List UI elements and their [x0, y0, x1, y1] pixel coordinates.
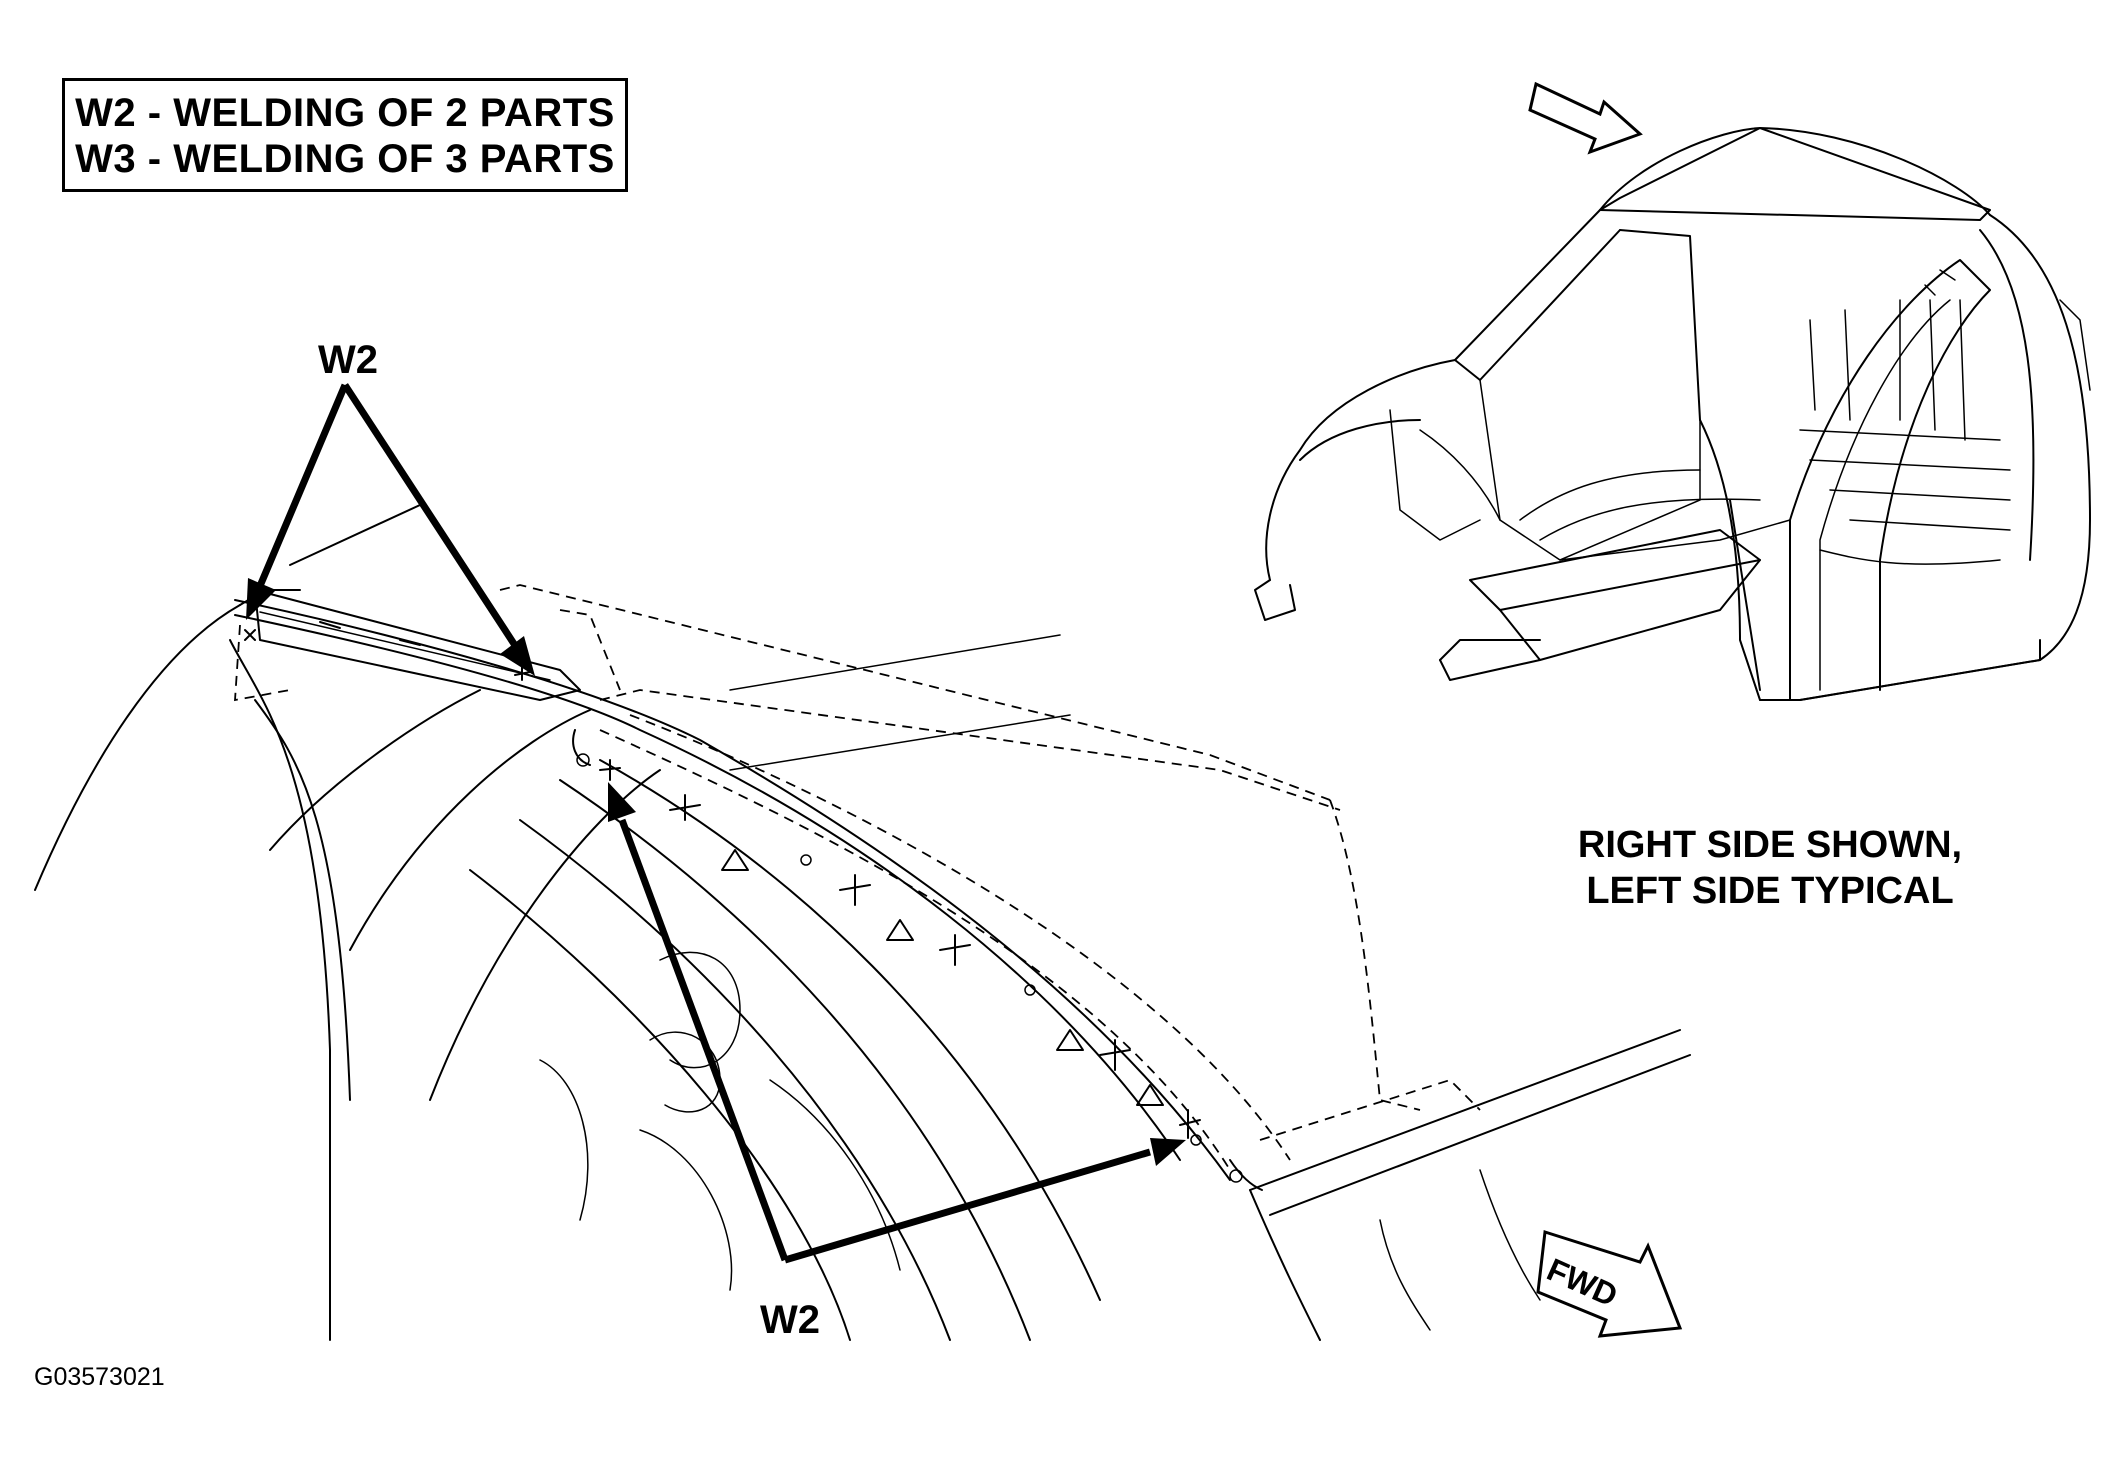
callout-w2-bottom: W2	[760, 1298, 820, 1342]
legend-w3: W3 - WELDING OF 3 PARTS	[75, 137, 615, 181]
side-note-line2: LEFT SIDE TYPICAL	[1586, 870, 1954, 912]
fwd-arrow	[1536, 1230, 1683, 1338]
side-note: RIGHT SIDE SHOWN, LEFT SIDE TYPICAL	[1490, 822, 2050, 914]
w2-leaders-top	[246, 383, 535, 676]
direction-arrow-top	[1528, 81, 1643, 155]
figure-id: G03573021	[34, 1363, 165, 1391]
weld-markers	[244, 621, 1202, 1146]
legend-box: W2 - WELDING OF 2 PARTS W3 - WELDING OF …	[62, 78, 628, 192]
legend-w2: W2 - WELDING OF 2 PARTS	[75, 91, 615, 135]
w2-leaders-bottom	[608, 782, 1186, 1264]
cab-inset-view	[1254, 127, 2091, 701]
callout-w2-top: W2	[318, 338, 378, 382]
roof-rail-detail	[34, 504, 1691, 1341]
side-note-line1: RIGHT SIDE SHOWN,	[1577, 824, 1963, 866]
